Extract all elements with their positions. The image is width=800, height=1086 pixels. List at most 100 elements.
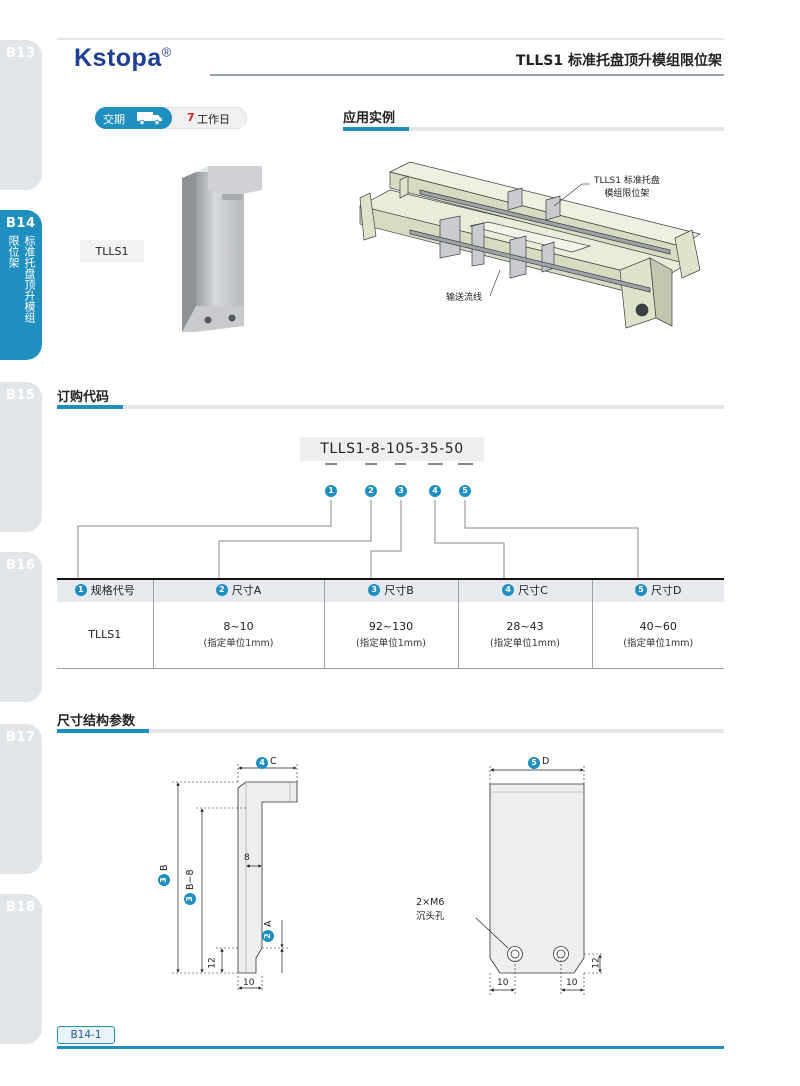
application-title: 应用实例 (343, 111, 396, 126)
spec-cell-unit: (指定单位1mm) (490, 637, 560, 649)
callout-conveyor: 输送流线 (446, 293, 483, 303)
dim-b8-marker: 3 (184, 893, 196, 905)
footer-page-number: B14-1 (70, 1029, 102, 1041)
spec-header-num: 1 (74, 584, 87, 596)
spec-cell-range: 28~43 (506, 619, 544, 633)
order-marker-2: 2 (365, 485, 377, 497)
spec-header-label: 规格代号 (90, 584, 135, 597)
sidebar-tab-code: B17 (6, 730, 36, 745)
product-model-text: TLLS1 (95, 244, 129, 258)
sidebar-tab-code: B14 (6, 216, 36, 231)
spec-header-label: 尺寸B (384, 584, 414, 597)
sidebar-tab-b14[interactable]: B14 标准托盘顶升模组 限位架 (0, 210, 42, 360)
order-marker-3: 3 (395, 485, 407, 497)
order-code-rule (57, 405, 724, 409)
footer-page-badge: B14-1 (57, 1026, 115, 1044)
footer-rule (57, 1046, 724, 1049)
front-dim-12-label: 12 (591, 957, 602, 969)
header-top-rule (57, 38, 724, 40)
order-marker-5: 5 (459, 485, 471, 497)
spec-header-num: 4 (502, 584, 515, 596)
structure-rule (57, 729, 724, 733)
sidebar-tab-code: B16 (6, 558, 36, 573)
dim-a-marker: 2 (262, 930, 274, 942)
sidebar-tab-caption-col1: 标准托盘顶升模组 (23, 235, 36, 323)
spec-cell-range: 92~130 (368, 619, 414, 633)
callout-limit-frame-line1: TLLS1 标准托盘 (594, 176, 660, 186)
sidebar-tab-b16[interactable]: B16 (0, 552, 42, 702)
application-assembly-drawing (359, 161, 701, 329)
hole-callout: 2×M6 沉头孔 (416, 896, 445, 924)
logo-registered-mark: ® (161, 44, 172, 60)
order-code-box: TLLS1-8-105-35-50 (300, 437, 484, 461)
structure-title: 尺寸结构参数 (57, 714, 136, 729)
delivery-days: 7 (187, 111, 195, 124)
truck-icon (137, 112, 162, 126)
dim-b8-text: B−8 (184, 869, 196, 890)
order-code-connector-lines (77, 463, 639, 578)
spec-cell-c: 28~43 (指定单位1mm) (457, 602, 592, 669)
sidebar-tab-code: B13 (6, 46, 36, 61)
dim-b-marker: 3 (158, 874, 170, 886)
dim-d-label: D (542, 756, 550, 767)
sidebar-tab-b18[interactable]: B18 (0, 894, 42, 1044)
product-photo (182, 166, 262, 332)
application-rule (343, 127, 724, 131)
header-rule (210, 74, 724, 76)
spec-header-label: 尺寸D (651, 584, 682, 597)
hole-callout-type: 沉头孔 (416, 911, 445, 922)
front-dim-10-left: 10 (497, 978, 509, 988)
dim-8-label: 8 (244, 853, 250, 863)
front-view-drawing (475, 764, 604, 996)
sidebar-tab-b13[interactable]: B13 (0, 40, 42, 190)
spec-cell-unit: (指定单位1mm) (203, 637, 274, 649)
dim-10-label: 10 (243, 978, 255, 988)
delivery-label: 交期 (103, 113, 125, 126)
dim-b-text: B (158, 864, 170, 871)
callout-limit-frame: TLLS1 标准托盘 模组限位架 (594, 175, 660, 201)
sidebar-tab-caption-col2: 限位架 (7, 235, 20, 268)
front-dim-10-right: 10 (566, 978, 578, 988)
spec-header-num: 2 (215, 584, 228, 596)
dim-a-text: A (262, 920, 274, 928)
sidebar-tab-b15[interactable]: B15 (0, 382, 42, 532)
callout-limit-frame-line2: 模组限位架 (604, 189, 650, 199)
logo-text: Kstopa (74, 44, 162, 72)
sidebar-tab-code: B18 (6, 900, 36, 915)
order-marker-1: 1 (325, 485, 337, 497)
dim-d-marker: 5 (528, 757, 540, 769)
sidebar-tab-code: B15 (6, 388, 36, 403)
spec-table-row: TLLS1 8~10 (指定单位1mm) 92~130 (指定单位1mm) 28~4… (57, 602, 724, 669)
spec-table-top-rule (57, 578, 724, 580)
spec-cell-b: 92~130 (指定单位1mm) (323, 602, 458, 669)
spec-header-d: 5 尺寸D (591, 578, 724, 602)
spec-header-num: 3 (368, 584, 381, 596)
spec-cell-range: 8~10 (223, 619, 254, 633)
order-marker-4: 4 (429, 485, 441, 497)
spec-header-label: 尺寸A (231, 584, 262, 597)
order-code-title: 订购代码 (57, 390, 110, 405)
side-view-drawing (172, 764, 298, 992)
spec-cell-model: TLLS1 (57, 602, 153, 669)
sidebar-tab-b17[interactable]: B17 (0, 724, 42, 874)
page-title: TLLS1 标准托盘顶升模组限位架 (515, 53, 722, 69)
dim-c-marker: 4 (256, 757, 268, 769)
logo: Kstopa® (74, 44, 172, 73)
order-code-text: TLLS1-8-105-35-50 (320, 441, 464, 457)
spec-header-num: 5 (635, 584, 647, 596)
delivery-unit: 工作日 (197, 113, 230, 126)
hole-callout-spec: 2×M6 (416, 897, 445, 908)
spec-cell-unit: (指定单位1mm) (623, 637, 694, 649)
spec-header-label: 尺寸C (518, 584, 548, 597)
spec-cell-unit: (指定单位1mm) (356, 637, 426, 649)
product-model-label: TLLS1 (80, 240, 144, 262)
